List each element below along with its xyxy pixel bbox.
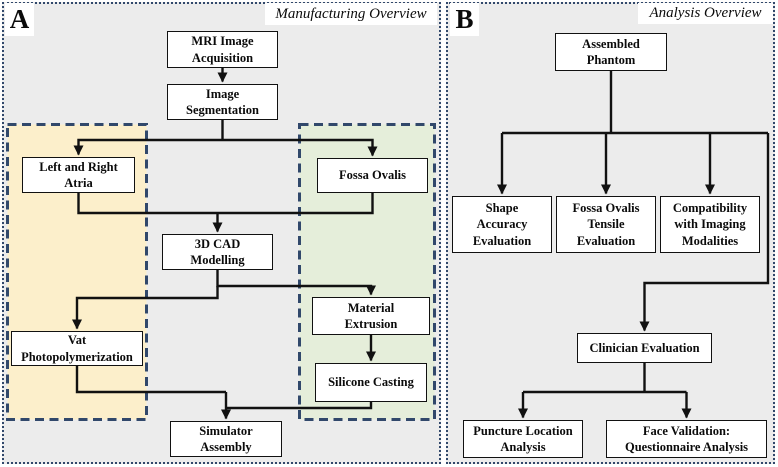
node-face-validation-questionnaire-analysis: Face Validation: Questionnaire Analysis: [606, 420, 767, 458]
connector-vat-to-assembly: [75, 366, 226, 394]
node-image-segmentation: Image Segmentation: [167, 84, 278, 120]
panel-a-corner-label: A: [5, 3, 34, 36]
node-fossa-ovalis: Fossa Ovalis: [317, 158, 428, 193]
connector-to-fossa-ovalis: [222, 138, 378, 157]
node-assembled-phantom: Assembled Phantom: [555, 33, 667, 71]
panel-a-connectors: [72, 68, 378, 420]
node-clinician-evaluation: Clinician Evaluation: [577, 333, 712, 363]
node-shape-accuracy-evaluation: Shape Accuracy Evaluation: [452, 196, 552, 253]
node-fossa-ovalis-tensile-evaluation: Fossa Ovalis Tensile Evaluation: [556, 196, 656, 253]
connector-cad-to-material-extrusion: [216, 270, 376, 296]
connector-fossa-to-cad: [217, 193, 374, 215]
panel-a-title: Manufacturing Overview: [265, 3, 437, 25]
node-mri-image-acquisition: MRI Image Acquisition: [167, 31, 278, 68]
node-vat-photopolymerization: Vat Photopolymerization: [11, 331, 143, 366]
panel-b-connectors: [497, 71, 770, 419]
node-simulator-assembly: Simulator Assembly: [170, 421, 282, 457]
node-left-and-right-atria: Left and Right Atria: [22, 157, 135, 193]
panel-b-title: Analysis Overview: [638, 3, 773, 24]
connector-to-clinician-evaluation: [639, 133, 770, 332]
node-3d-cad-modelling: 3D CAD Modelling: [162, 234, 273, 270]
connector-to-atria: [73, 138, 223, 156]
node-compatibility-with-imaging-modalities: Compatibility with Imaging Modalities: [660, 196, 760, 253]
node-puncture-location-analysis: Puncture Location Analysis: [463, 420, 583, 458]
node-silicone-casting: Silicone Casting: [315, 363, 427, 402]
panel-b-corner-label: B: [450, 3, 479, 36]
connector-casting-to-assembly: [226, 402, 373, 410]
connector-atria-to-cad: [77, 193, 218, 215]
node-material-extrusion: Material Extrusion: [312, 297, 430, 335]
connector-cad-to-vat: [72, 286, 219, 330]
